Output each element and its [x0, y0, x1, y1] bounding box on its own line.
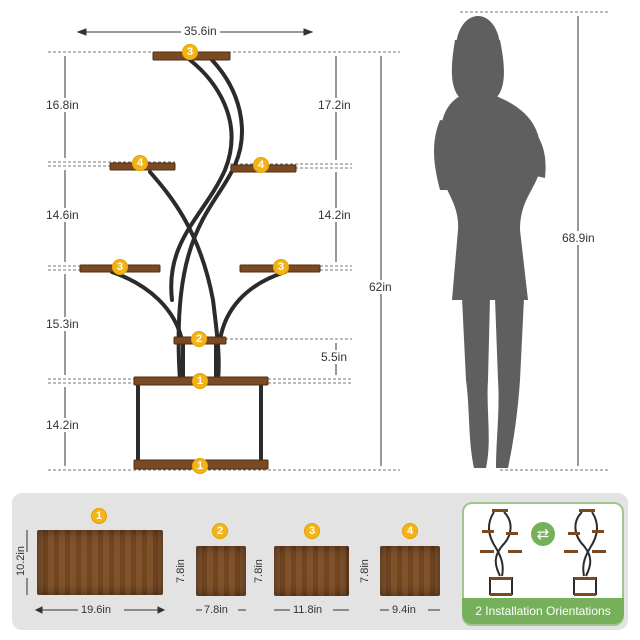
part-2-width-label: 7.8in [204, 604, 228, 616]
part-3-width-label: 11.8in [293, 604, 323, 616]
part-2-badge: 2 [212, 523, 228, 539]
badge-left-shelf-4: 4 [132, 155, 148, 171]
part-3-height-label: 7.8in [253, 559, 265, 583]
person-height-label: 68.9in [562, 231, 595, 245]
plant-stand-illustration [48, 11, 610, 471]
metal-frame [110, 58, 287, 464]
gap-bottom-left-label: 14.2in [46, 418, 79, 432]
badge-base-bottom: 1 [192, 458, 208, 474]
badge-small-shelf: 2 [191, 331, 207, 347]
badge-right-shelf-3: 3 [273, 259, 289, 275]
orientation-illustration [480, 509, 606, 596]
badge-top-shelf: 3 [182, 44, 198, 60]
gap-top-left-label: 16.8in [46, 98, 79, 112]
total-height-label: 62in [369, 280, 392, 294]
part-2-height-label: 7.8in [175, 559, 187, 583]
person-silhouette [434, 16, 546, 468]
part-1-badge: 1 [91, 508, 107, 524]
badge-left-shelf-3: 3 [112, 259, 128, 275]
orientation-label: 2 Installation Orientations [462, 598, 624, 624]
part-4-badge: 4 [402, 523, 418, 539]
part-3-board [274, 546, 349, 596]
part-2-board [196, 546, 246, 596]
gap-mid-left-label: 14.6in [46, 208, 79, 222]
gap-small-label: 5.5in [321, 350, 348, 364]
part-1-width-label: 19.6in [81, 604, 111, 616]
part-1-board [37, 530, 163, 595]
part-3-badge: 3 [304, 523, 320, 539]
badge-base-top: 1 [192, 373, 208, 389]
part-4-board [380, 546, 440, 596]
gap-mid-right-label: 14.2in [318, 208, 351, 222]
dashed-guides [48, 11, 610, 471]
gap-lower-left-label: 15.3in [46, 317, 79, 331]
badge-right-shelf-4: 4 [253, 157, 269, 173]
gap-top-right-label: 17.2in [318, 98, 351, 112]
part-4-height-label: 7.8in [359, 559, 371, 583]
part-1-height-label: 10.2in [15, 546, 27, 576]
swap-arrows-icon: ⇄ [531, 522, 555, 546]
width-label: 35.6in [181, 24, 220, 38]
part-4-width-label: 9.4in [392, 604, 416, 616]
